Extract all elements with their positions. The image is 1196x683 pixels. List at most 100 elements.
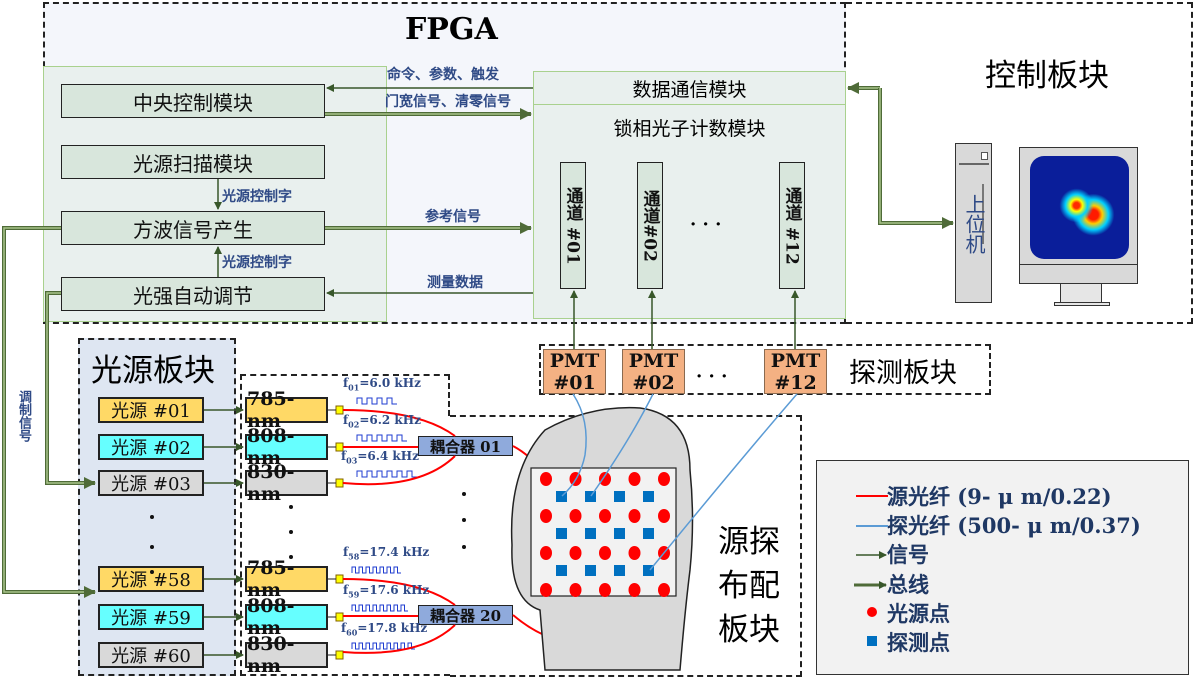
modulation-frequency-4: f58=17.4 kHz xyxy=(343,545,430,562)
detector-point xyxy=(556,491,567,502)
detector-point xyxy=(614,491,625,502)
fiber-connector-icon xyxy=(335,405,344,415)
host-label: 上位机 xyxy=(962,194,986,254)
modulation-frequency-1: f01=6.0 kHz xyxy=(343,376,421,393)
coupler-01: 耦合器 01 xyxy=(418,436,513,456)
source-point xyxy=(658,472,670,486)
square-wave-icon xyxy=(356,470,417,478)
modulation-signal-label: 调制信号 xyxy=(16,390,31,442)
control-block-title: 控制板块 xyxy=(985,58,1109,94)
source-fiber-58 xyxy=(342,578,456,606)
channel-01: 通道 #01 xyxy=(560,162,586,289)
source-fiber-1 xyxy=(342,409,456,437)
square-wave-module: 方波信号产生 xyxy=(61,211,325,245)
reference-signal-label: 参考信号 xyxy=(425,209,481,225)
channel-02: 通道#02 xyxy=(637,162,663,289)
pmt-01: PMT#01 xyxy=(543,349,606,394)
source-point xyxy=(628,472,641,486)
gate-clear-label: 门宽信号、清零信号 xyxy=(385,94,511,110)
central-control-module: 中央控制模块 xyxy=(61,84,325,118)
detector-point xyxy=(556,565,567,576)
source-point xyxy=(540,583,552,597)
source-point xyxy=(540,472,552,486)
light-scan-module: 光源扫描模块 xyxy=(61,145,325,179)
monitor-stand xyxy=(1060,284,1102,304)
modulation-frequency-2: f02=6.2 kHz xyxy=(343,413,421,430)
detector-point xyxy=(585,528,596,539)
fiber-connector-icon xyxy=(335,574,344,584)
fiber-connector-icon xyxy=(335,478,344,488)
source-point xyxy=(599,472,611,486)
light-source-2: 光源 #02 xyxy=(98,434,204,460)
pmt-12: PMT#12 xyxy=(764,349,827,394)
ellipsis-dot xyxy=(150,545,154,549)
comm-bus-right xyxy=(879,88,953,224)
light-source-1: 光源 #01 xyxy=(98,397,204,423)
light-ctrl-word-label-2: 光源控制字 xyxy=(222,255,292,271)
detector-block xyxy=(539,344,991,395)
detector-point xyxy=(585,565,596,576)
optode-grid xyxy=(530,467,677,597)
modulation-bus-1-head xyxy=(84,586,96,598)
control-region xyxy=(846,2,1193,324)
source-fiber-60 xyxy=(342,624,456,654)
source-point xyxy=(628,546,641,560)
source-point xyxy=(540,509,552,523)
laser-wavelength-4: 785-nm xyxy=(245,557,328,601)
ellipsis-dot xyxy=(462,492,466,496)
ellipsis-dot xyxy=(462,518,466,522)
source-point xyxy=(628,583,641,597)
tower-button-icon xyxy=(981,152,988,160)
source-point xyxy=(569,546,582,560)
pmt-02: PMT#02 xyxy=(622,349,685,394)
source-point xyxy=(569,583,582,597)
square-wave-icon xyxy=(351,642,415,650)
modulation-frequency-5: f59=17.6 kHz xyxy=(343,583,430,600)
channel-ellipsis: · · · xyxy=(690,214,722,235)
modulation-frequency-6: f60=17.8 kHz xyxy=(341,621,428,638)
source-point xyxy=(658,509,670,523)
pmt-ellipsis: · · · xyxy=(696,366,728,387)
host-pc-tower: 上位机 xyxy=(955,143,992,303)
detector-point xyxy=(614,565,625,576)
laser-wavelength-1: 785-nm xyxy=(245,388,328,432)
detector-fiber-12 xyxy=(649,393,798,571)
measurement-data-label: 测量数据 xyxy=(427,275,483,291)
ellipsis-dot xyxy=(462,545,466,549)
fiber-connector-icon xyxy=(335,650,344,660)
source-point xyxy=(658,583,670,597)
channel-12: 通道 #12 xyxy=(779,162,805,289)
source-point xyxy=(599,583,611,597)
square-wave-icon xyxy=(351,566,401,574)
source-point xyxy=(628,509,641,523)
comm-bus-right-outer xyxy=(878,88,953,225)
legend-circle-icon xyxy=(867,607,877,617)
detector-point xyxy=(643,528,654,539)
comm-bus-right-head xyxy=(942,217,954,229)
coupler-20: 耦合器 20 xyxy=(418,605,513,625)
source-point xyxy=(599,546,611,560)
light-source-6: 光源 #60 xyxy=(98,642,204,668)
detector-point xyxy=(556,528,567,539)
modulation-bus-1-outer xyxy=(2,226,95,594)
ellipsis-dot xyxy=(289,555,293,559)
layout-block-title: 源探 布配 板块 xyxy=(718,524,780,648)
legend-square-icon xyxy=(867,636,877,646)
source-point xyxy=(599,509,611,523)
laser-wavelength-6: 830-nm xyxy=(245,633,328,677)
laser-wavelength-5: 808-nm xyxy=(245,595,328,639)
ellipsis-dot xyxy=(150,570,154,574)
legend-source-point: 光源点 xyxy=(887,601,950,626)
detector-point xyxy=(643,565,654,576)
legend-source-fiber: 源光纤 (9- μ m/0.22) xyxy=(887,484,1112,509)
legend-signal: 信号 xyxy=(887,542,929,567)
ellipsis-dot xyxy=(150,515,154,519)
fiber-connector-icon xyxy=(335,612,344,622)
light-source-5: 光源 #59 xyxy=(98,604,204,630)
detector-block-title: 探测板块 xyxy=(849,358,957,389)
lockin-counter-module: 锁相光子计数模块 xyxy=(613,118,766,140)
legend-bus: 总线 xyxy=(887,572,929,597)
panel-divider xyxy=(533,104,846,105)
legend-detector-fiber: 探光纤 (500- μ m/0.37) xyxy=(887,513,1141,538)
square-wave-icon xyxy=(356,397,397,405)
